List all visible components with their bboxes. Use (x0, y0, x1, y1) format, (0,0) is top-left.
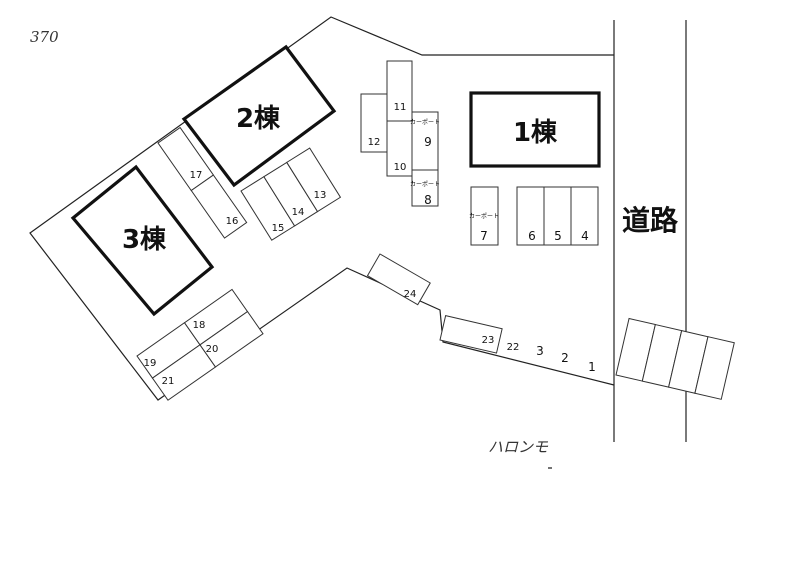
slot-15-label: 15 (272, 223, 285, 234)
parking-slot-23 (439, 315, 503, 354)
slot-2-label: 2 (561, 351, 569, 365)
slot-6-label: 6 (528, 229, 536, 243)
parking-23-group (439, 315, 503, 354)
parking-slot-12 (360, 93, 388, 153)
road-label: 道路 (622, 204, 679, 237)
corner-note: 370 (30, 28, 59, 46)
parking-slot-13 (286, 147, 342, 213)
slot-9-label: 9 (424, 135, 432, 149)
slot-1-label: 1 (588, 360, 596, 374)
building-1-label: 1棟 (513, 118, 558, 148)
building-3-label: 3棟 (122, 225, 167, 255)
slot-8-label: 8 (424, 193, 432, 207)
building-3 (70, 164, 215, 317)
parking-row-13-15 (240, 147, 342, 241)
carport-9-label: カーポート (410, 118, 440, 126)
slot-22-label: 22 (507, 342, 520, 353)
slot-11-label: 11 (394, 102, 407, 113)
parking-slot-7 (470, 186, 499, 246)
slot-17-label: 17 (190, 170, 203, 181)
slot-16-label: 16 (226, 216, 239, 227)
carport-8-label: カーポート (410, 180, 440, 188)
slot-5-label: 5 (554, 229, 562, 243)
parking-row-1-3 (615, 317, 735, 400)
slot-24-label: 24 (404, 289, 417, 300)
building-2 (181, 44, 337, 188)
parking-slot-11 (386, 60, 413, 122)
slot-20-label: 20 (206, 344, 219, 355)
slot-10-label: 10 (394, 162, 407, 173)
parking-row-16-17 (157, 126, 248, 239)
parking-slot-10 (386, 120, 413, 177)
slot-12-label: 12 (368, 137, 381, 148)
slot-14-label: 14 (292, 207, 305, 218)
parking-slot-24 (366, 253, 431, 306)
parking-24-group (366, 253, 431, 306)
parking-slot-22 (694, 336, 735, 400)
slot-18-label: 18 (193, 320, 206, 331)
bottom-note: ハロンモ (488, 438, 549, 456)
parking-slot-5 (543, 186, 572, 246)
parking-slot-16 (190, 174, 248, 239)
slot-23-label: 23 (482, 335, 495, 346)
building-2-label: 2棟 (236, 104, 281, 134)
slot-19-label: 19 (144, 358, 157, 369)
slot-13-label: 13 (314, 190, 327, 201)
parking-slot-9 (411, 111, 439, 171)
slot-7-label: 7 (480, 229, 488, 243)
parking-slot-8 (411, 169, 439, 207)
slot-3-label: 3 (536, 344, 544, 358)
slot-4-label: 4 (581, 229, 589, 243)
building-1 (469, 91, 601, 168)
parking-slot-20 (199, 310, 264, 368)
parking-slot-4 (570, 186, 599, 246)
parking-grid-18-21 (136, 288, 264, 401)
slot-21-label: 21 (162, 376, 175, 387)
carport-7-label: カーポート (469, 212, 499, 220)
